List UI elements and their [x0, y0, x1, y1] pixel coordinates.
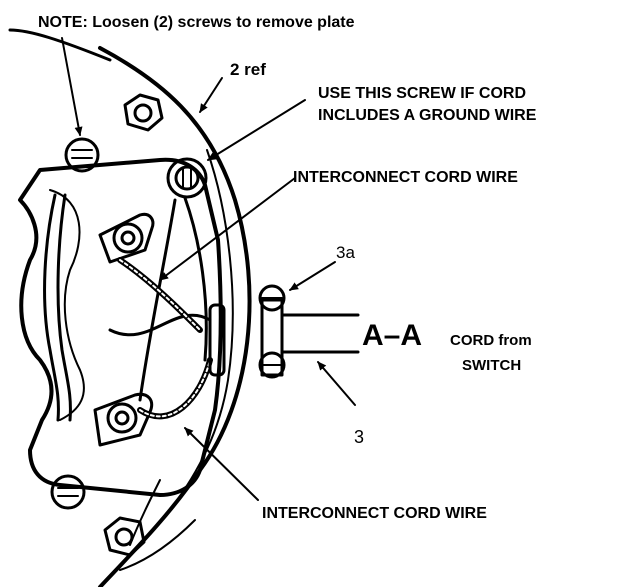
- cord-clamp: [208, 284, 286, 379]
- wires: [43, 193, 213, 422]
- interconnect-top-label: INTERCONNECT CORD WIRE: [293, 169, 518, 186]
- note-label: NOTE: Loosen (2) screws to remove plate: [38, 14, 355, 31]
- terminal-top: [98, 212, 155, 264]
- hex-nut-bottom: [103, 516, 146, 557]
- ground-screw-label-line1: USE THIS SCREW IF CORD: [318, 85, 526, 102]
- ground-screw: [166, 157, 208, 199]
- ref-3a-label: 3a: [336, 243, 355, 262]
- hex-nut-top: [123, 93, 164, 132]
- ref-3-label: 3: [354, 427, 364, 447]
- interconnect-bottom-label: INTERCONNECT CORD WIRE: [262, 505, 487, 522]
- terminal-bottom: [93, 392, 154, 447]
- plate-screw-top: [64, 137, 100, 173]
- leader-lines: [61, 37, 356, 501]
- cord-from-label: CORD from: [450, 332, 532, 349]
- ground-screw-label-line2: INCLUDES A GROUND WIRE: [318, 107, 537, 124]
- plate-screw-bottom: [50, 474, 86, 510]
- switch-label: SWITCH: [462, 357, 521, 374]
- mounting-plate: [18, 157, 223, 497]
- ref-2-label: 2 ref: [230, 60, 266, 79]
- switch-cord: [280, 313, 360, 354]
- section-a-a-label: A–A: [362, 319, 422, 352]
- housing: [8, 28, 252, 587]
